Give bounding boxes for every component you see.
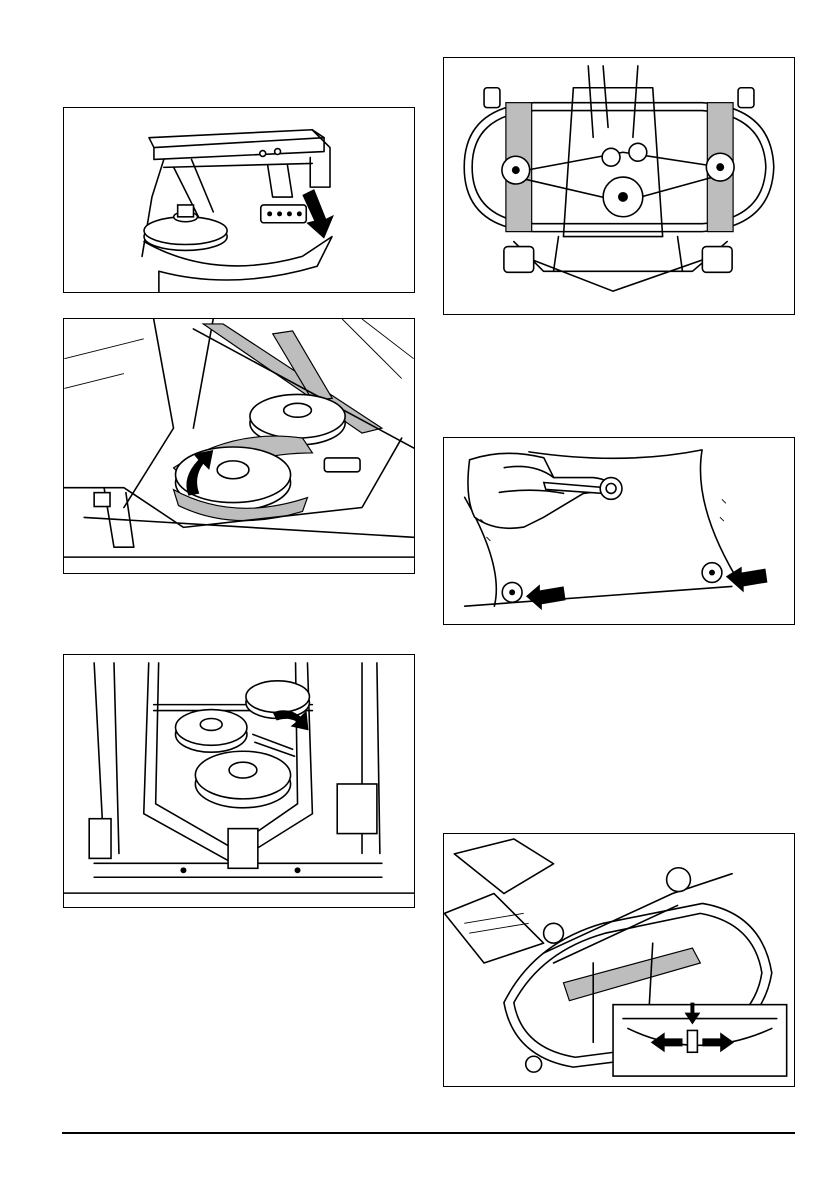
figure-deck-spring (63, 654, 415, 908)
figure-cutting-deck (443, 57, 795, 315)
deck-lifted-blades-illustration (444, 834, 794, 1086)
footer-rule (62, 1132, 795, 1134)
belt-tensioner-handle-illustration (64, 108, 414, 292)
cutting-deck-underside-illustration (444, 58, 794, 314)
figure-deck-blades (443, 833, 795, 1087)
figure-wrench-bolts (443, 437, 795, 625)
engine-pulley-belt-illustration (64, 319, 414, 573)
deck-tension-spring-illustration (64, 655, 414, 907)
figure-engine-pulley (63, 318, 415, 574)
figure-belt-tensioner (63, 107, 415, 293)
wrench-deck-bolts-illustration (444, 438, 794, 624)
